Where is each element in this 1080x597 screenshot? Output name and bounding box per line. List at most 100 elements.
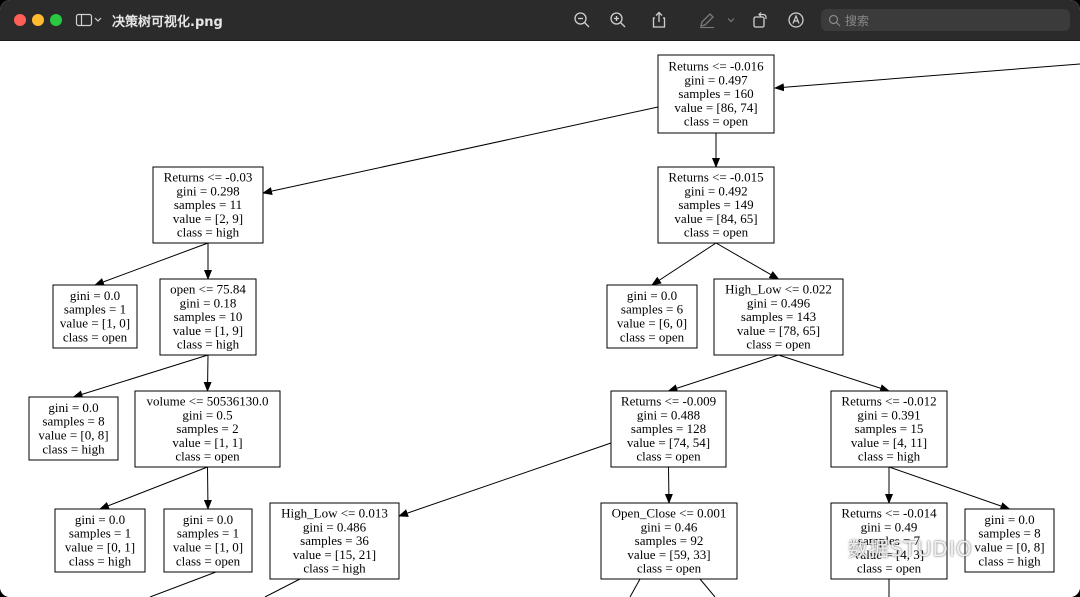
tree-node-line: Open_Close <= 0.001 bbox=[612, 506, 727, 521]
tree-node-line: class = open bbox=[176, 553, 241, 568]
tree-node-line: class = high bbox=[858, 449, 921, 464]
markup-pen-icon[interactable] bbox=[696, 9, 718, 31]
tree-node-line: class = high bbox=[177, 337, 240, 352]
tree-node-box bbox=[163, 508, 253, 573]
tree-node-line: samples = 2 bbox=[176, 421, 238, 436]
tree-node-line: value = [0, 8] bbox=[974, 540, 1044, 555]
title-bar: 决策树可视化.png 搜索 bbox=[0, 0, 1080, 41]
tree-node-box bbox=[134, 390, 281, 468]
close-window-button[interactable] bbox=[14, 14, 26, 26]
tree-node-box bbox=[830, 502, 948, 580]
tree-node-line: samples = 8 bbox=[42, 414, 104, 429]
tree-node-line: samples = 10 bbox=[174, 309, 243, 324]
tree-node-line: gini = 0.0 bbox=[48, 400, 98, 415]
rotate-icon[interactable] bbox=[749, 9, 771, 31]
tree-node-box bbox=[606, 284, 698, 349]
tree-node-line: class = high bbox=[978, 553, 1041, 568]
tree-node-line: samples = 143 bbox=[741, 309, 816, 324]
document-title: 决策树可视化.png bbox=[112, 15, 223, 30]
tree-node-line: samples = 15 bbox=[855, 421, 924, 436]
zoom-in-icon[interactable] bbox=[607, 9, 629, 31]
tree-node-line: value = [1, 0] bbox=[60, 316, 130, 331]
tree-node-line: class = open bbox=[63, 329, 128, 344]
tree-edge bbox=[664, 466, 673, 504]
tree-node-line: gini = 0.0 bbox=[183, 512, 233, 527]
tree-node-line: Returns <= -0.014 bbox=[841, 506, 937, 521]
tree-node-box bbox=[713, 278, 844, 356]
tree-node-line: gini = 0.0 bbox=[627, 288, 677, 303]
share-icon[interactable] bbox=[648, 9, 670, 31]
tree-node-line: value = [0, 8] bbox=[38, 428, 108, 443]
tree-node-line: samples = 1 bbox=[64, 302, 126, 317]
tree-node-line: samples = 92 bbox=[635, 533, 704, 548]
markup-toolbar-icon[interactable] bbox=[785, 9, 807, 31]
tree-node-line: class = open bbox=[857, 561, 922, 576]
tree-node-line: value = [0, 1] bbox=[65, 540, 135, 555]
tree-node-line: class = open bbox=[175, 449, 240, 464]
tree-node-line: gini = 0.492 bbox=[684, 183, 747, 198]
tree-node-line: gini = 0.0 bbox=[75, 512, 125, 527]
zoom-out-icon[interactable] bbox=[571, 9, 593, 31]
tree-node-line: class = open bbox=[684, 114, 749, 129]
tree-node-box bbox=[28, 396, 119, 461]
tree-node-line: gini = 0.496 bbox=[747, 295, 811, 310]
tree-edge bbox=[778, 354, 890, 393]
tree-node-line: samples = 7 bbox=[858, 533, 921, 548]
tree-node-line: value = [2, 9] bbox=[173, 211, 243, 226]
tree-edge bbox=[203, 354, 212, 392]
tree-node-line: samples = 11 bbox=[174, 197, 242, 212]
tree-node-line: gini = 0.497 bbox=[684, 72, 748, 87]
sidebar-toggle-icon[interactable] bbox=[74, 9, 104, 31]
tree-node-line: gini = 0.486 bbox=[303, 519, 367, 534]
tree-edge bbox=[888, 466, 1011, 510]
tree-node-line: class = open bbox=[637, 561, 702, 576]
tree-node-line: volume <= 50536130.0 bbox=[147, 394, 269, 409]
tree-node-box bbox=[269, 502, 400, 580]
tree-node-line: gini = 0.0 bbox=[70, 288, 120, 303]
tree-node-line: gini = 0.5 bbox=[182, 407, 232, 422]
tree-node-line: samples = 128 bbox=[631, 421, 706, 436]
search-field[interactable]: 搜索 bbox=[821, 9, 1070, 31]
tree-node-line: samples = 36 bbox=[300, 533, 369, 548]
tree-node-line: gini = 0.18 bbox=[180, 295, 237, 310]
tree-edge-partial bbox=[699, 578, 716, 597]
tree-edge bbox=[203, 466, 212, 510]
tree-node-line: gini = 0.49 bbox=[861, 519, 918, 534]
tree-node-line: gini = 0.298 bbox=[176, 183, 239, 198]
tree-edge bbox=[94, 242, 209, 286]
tree-node-box bbox=[54, 508, 146, 573]
tree-node-line: value = [86, 74] bbox=[674, 100, 757, 115]
tree-node-line: class = open bbox=[620, 329, 685, 344]
tree-node-line: High_Low <= 0.022 bbox=[725, 282, 832, 297]
tree-node-line: value = [1, 9] bbox=[173, 323, 243, 338]
tree-node-box bbox=[600, 502, 738, 580]
tree-node-line: value = [1, 0] bbox=[173, 540, 243, 555]
tree-node-box bbox=[152, 166, 264, 244]
chevron-down-icon[interactable] bbox=[724, 9, 738, 31]
minimize-window-button[interactable] bbox=[32, 14, 44, 26]
tree-node-line: class = high bbox=[69, 553, 132, 568]
tree-node-line: Returns <= -0.015 bbox=[668, 170, 763, 185]
tree-node-line: Returns <= -0.012 bbox=[841, 394, 936, 409]
tree-node-line: samples = 160 bbox=[678, 86, 753, 101]
search-placeholder: 搜索 bbox=[845, 14, 870, 28]
tree-node-line: gini = 0.0 bbox=[984, 512, 1034, 527]
tree-node-line: class = high bbox=[177, 225, 240, 240]
tree-node-line: samples = 1 bbox=[177, 526, 239, 541]
tree-node-line: class = high bbox=[303, 561, 366, 576]
tree-node-line: value = [59, 33] bbox=[627, 547, 710, 562]
tree-edge bbox=[715, 242, 780, 280]
zoom-window-button[interactable] bbox=[50, 14, 62, 26]
tree-node-line: High_Low <= 0.013 bbox=[281, 506, 388, 521]
